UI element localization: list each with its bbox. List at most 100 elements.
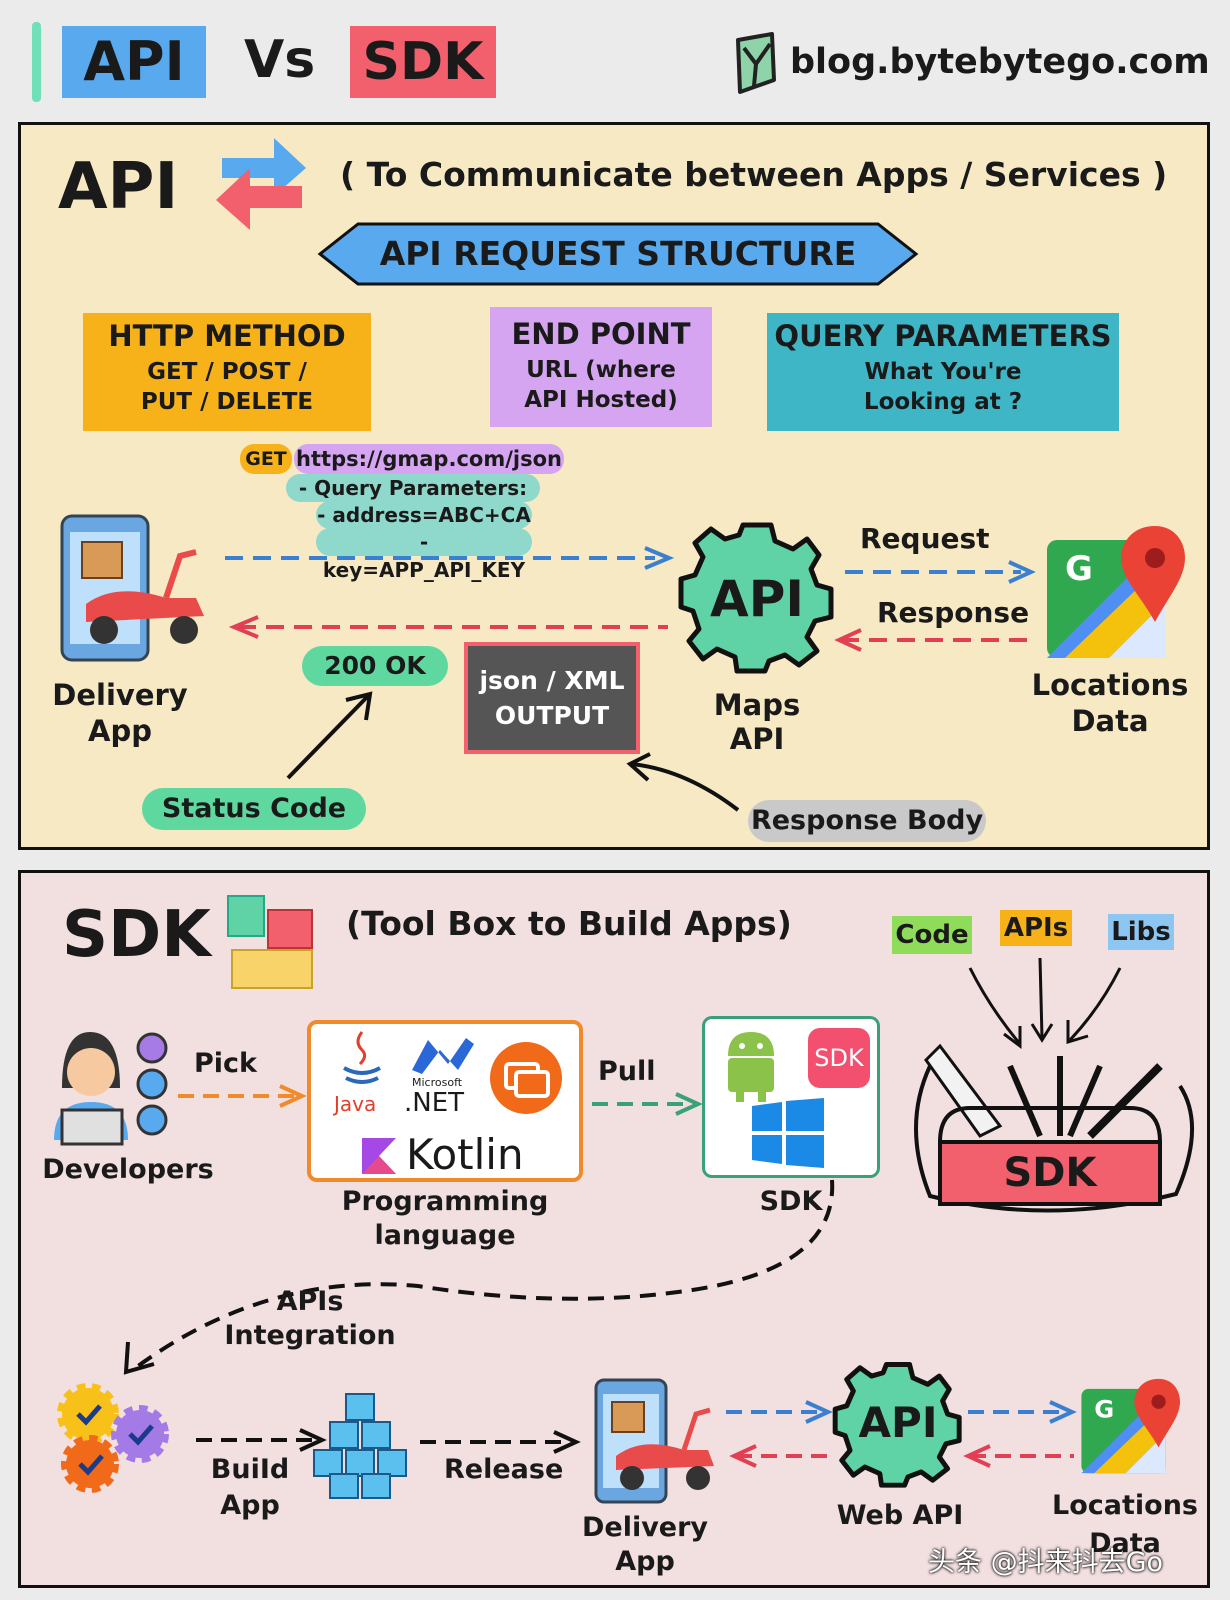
app-cubes-icon bbox=[313, 1393, 407, 1499]
watermark-text: 头条 @抖来抖去Go bbox=[928, 1547, 1164, 1578]
toolbox-label: SDK bbox=[1003, 1150, 1097, 1196]
end-point-box: END POINT URL (where API Hosted) bbox=[490, 307, 712, 427]
apis-integration-label-1: APIs bbox=[276, 1286, 344, 1317]
google-maps-icon: G bbox=[1047, 526, 1185, 658]
http-method-line1: GET / POST / bbox=[147, 359, 307, 385]
delivery-app-label-2: App bbox=[88, 714, 152, 748]
sdk-tag-libs: Libs bbox=[1108, 914, 1174, 950]
status-code-badge: Status Code bbox=[142, 788, 366, 830]
maps-api-label: Maps API bbox=[713, 688, 801, 756]
windows-icon bbox=[752, 1098, 824, 1168]
status-code-arrow bbox=[286, 691, 373, 780]
json-xml-output-box: json / XML OUTPUT bbox=[464, 642, 640, 754]
developer-avatar-icon bbox=[54, 1032, 168, 1146]
apis-integration-label-2: Integration bbox=[224, 1320, 396, 1351]
end-point-line2: API Hosted) bbox=[524, 387, 678, 413]
output-line-2: OUTPUT bbox=[494, 701, 610, 730]
svg-text:G: G bbox=[1094, 1394, 1114, 1423]
build-app-label-2: App bbox=[220, 1490, 280, 1521]
pick-arrow bbox=[178, 1084, 307, 1108]
response-arrow-from-locations bbox=[834, 628, 1033, 652]
status-ok-badge: 200 OK bbox=[302, 646, 448, 686]
web-api-gear-icon bbox=[832, 1362, 962, 1488]
query-parameters-box: QUERY PARAMETERS What You're Looking at … bbox=[767, 313, 1119, 431]
sdk-locations-label-2: Data bbox=[1089, 1528, 1161, 1559]
header-site-link[interactable]: blog.bytebytego.com bbox=[790, 42, 1210, 82]
generic-language-icon bbox=[490, 1042, 562, 1114]
response-body-badge: Response Body bbox=[748, 800, 986, 842]
dotnet-label: .NET bbox=[404, 1088, 465, 1118]
end-point-title: END POINT bbox=[511, 317, 691, 351]
svg-text:G: G bbox=[1065, 549, 1093, 589]
sdk-platform-label: SDK bbox=[759, 1186, 823, 1217]
sdk-google-maps-icon: G bbox=[1081, 1378, 1180, 1474]
request-url: https://gmap.com/json bbox=[294, 444, 564, 474]
bytebytego-logo-icon bbox=[736, 32, 776, 94]
build-app-label-1: BuiId bbox=[210, 1454, 290, 1485]
java-label: Java bbox=[334, 1092, 377, 1116]
api-gear-icon bbox=[678, 522, 834, 674]
api-request-structure-banner-shape bbox=[317, 222, 919, 286]
header-title-api: API bbox=[62, 26, 206, 98]
locations-data-label-2: Data bbox=[1071, 704, 1149, 738]
integration-gears-icon bbox=[57, 1383, 169, 1493]
sdk-delivery-app-label-2: App bbox=[615, 1546, 675, 1577]
request-arrow-to-locations bbox=[845, 560, 1036, 584]
api-request-structure-banner: API REQUEST STRUCTURE bbox=[379, 234, 857, 273]
http-method-box: HTTP METHOD GET / POST / PUT / DELETE bbox=[83, 313, 371, 431]
response-label: Response bbox=[877, 596, 1030, 629]
request-query-label: - Query Parameters: bbox=[286, 474, 540, 502]
sdk-tag-code: Code bbox=[892, 916, 972, 954]
sdk-delivery-app-icon bbox=[594, 1378, 714, 1504]
apis-integration-arrow bbox=[123, 1179, 835, 1375]
exchange-arrows-icon bbox=[216, 138, 306, 230]
query-parameters-title: QUERY PARAMETERS bbox=[774, 319, 1112, 353]
sdk-response-arrow-from-locations bbox=[963, 1444, 1074, 1468]
locations-data-label-1: Locations bbox=[1031, 668, 1189, 702]
sdk-tag-apis: APIs bbox=[1000, 910, 1072, 946]
request-method-tag: GET bbox=[240, 444, 292, 474]
kotlin-label: Kotlin bbox=[406, 1130, 524, 1179]
pick-label: Pick bbox=[194, 1048, 258, 1079]
web-api-label: Web API bbox=[836, 1500, 964, 1531]
microsoft-label: Microsoft bbox=[412, 1076, 463, 1089]
sdk-request-arrow-to-locations bbox=[968, 1400, 1077, 1424]
header-title-sdk: SDK bbox=[350, 26, 496, 98]
android-icon bbox=[728, 1032, 774, 1102]
http-method-line2: PUT / DELETE bbox=[140, 389, 314, 415]
sdk-badge: SDK bbox=[808, 1028, 870, 1088]
end-point-line1: URL (where bbox=[526, 357, 676, 383]
java-icon bbox=[343, 1031, 381, 1084]
toolbox-icon bbox=[914, 1043, 1195, 1213]
query-parameters-line1: What You're bbox=[864, 359, 1022, 385]
release-label: Release bbox=[444, 1454, 564, 1485]
kotlin-icon bbox=[362, 1138, 396, 1174]
http-method-title: HTTP METHOD bbox=[108, 319, 346, 353]
output-line-1: json / XML bbox=[479, 666, 625, 695]
build-app-arrow bbox=[196, 1428, 327, 1452]
api-subtitle: ( To Communicate between Apps / Services… bbox=[340, 155, 1168, 194]
pull-label: Pull bbox=[598, 1056, 656, 1087]
sdk-subtitle: (Tool Box to Build Apps) bbox=[346, 904, 792, 943]
header-accent-bar bbox=[32, 22, 41, 102]
api-title: API bbox=[58, 150, 179, 224]
programming-language-label-2: language bbox=[374, 1220, 516, 1251]
request-query-key: - key=APP_API_KEY bbox=[316, 528, 532, 582]
request-label: Request bbox=[860, 522, 990, 555]
response-arrow-to-app bbox=[228, 615, 668, 639]
sdk-delivery-app-label-1: Delivery bbox=[581, 1512, 709, 1543]
query-parameters-line2: Looking at ? bbox=[863, 389, 1023, 415]
request-query-address: - address=ABC+CA bbox=[316, 501, 532, 529]
programming-language-label-1: Programming bbox=[341, 1186, 549, 1217]
sdk-response-arrow-to-app bbox=[729, 1444, 834, 1468]
delivery-app-icon bbox=[60, 514, 204, 662]
header-title-vs: Vs bbox=[244, 30, 316, 90]
response-body-arrow bbox=[626, 752, 740, 812]
sdk-locations-label-1: Locations bbox=[1052, 1490, 1198, 1521]
pull-arrow bbox=[592, 1092, 703, 1116]
delivery-app-label-1: Delivery bbox=[52, 678, 188, 712]
sdk-request-arrow-to-web-api bbox=[726, 1400, 833, 1424]
developers-label: Developers bbox=[42, 1154, 214, 1185]
web-api-gear-text: API bbox=[858, 1398, 938, 1447]
api-gear-text: API bbox=[710, 570, 804, 628]
